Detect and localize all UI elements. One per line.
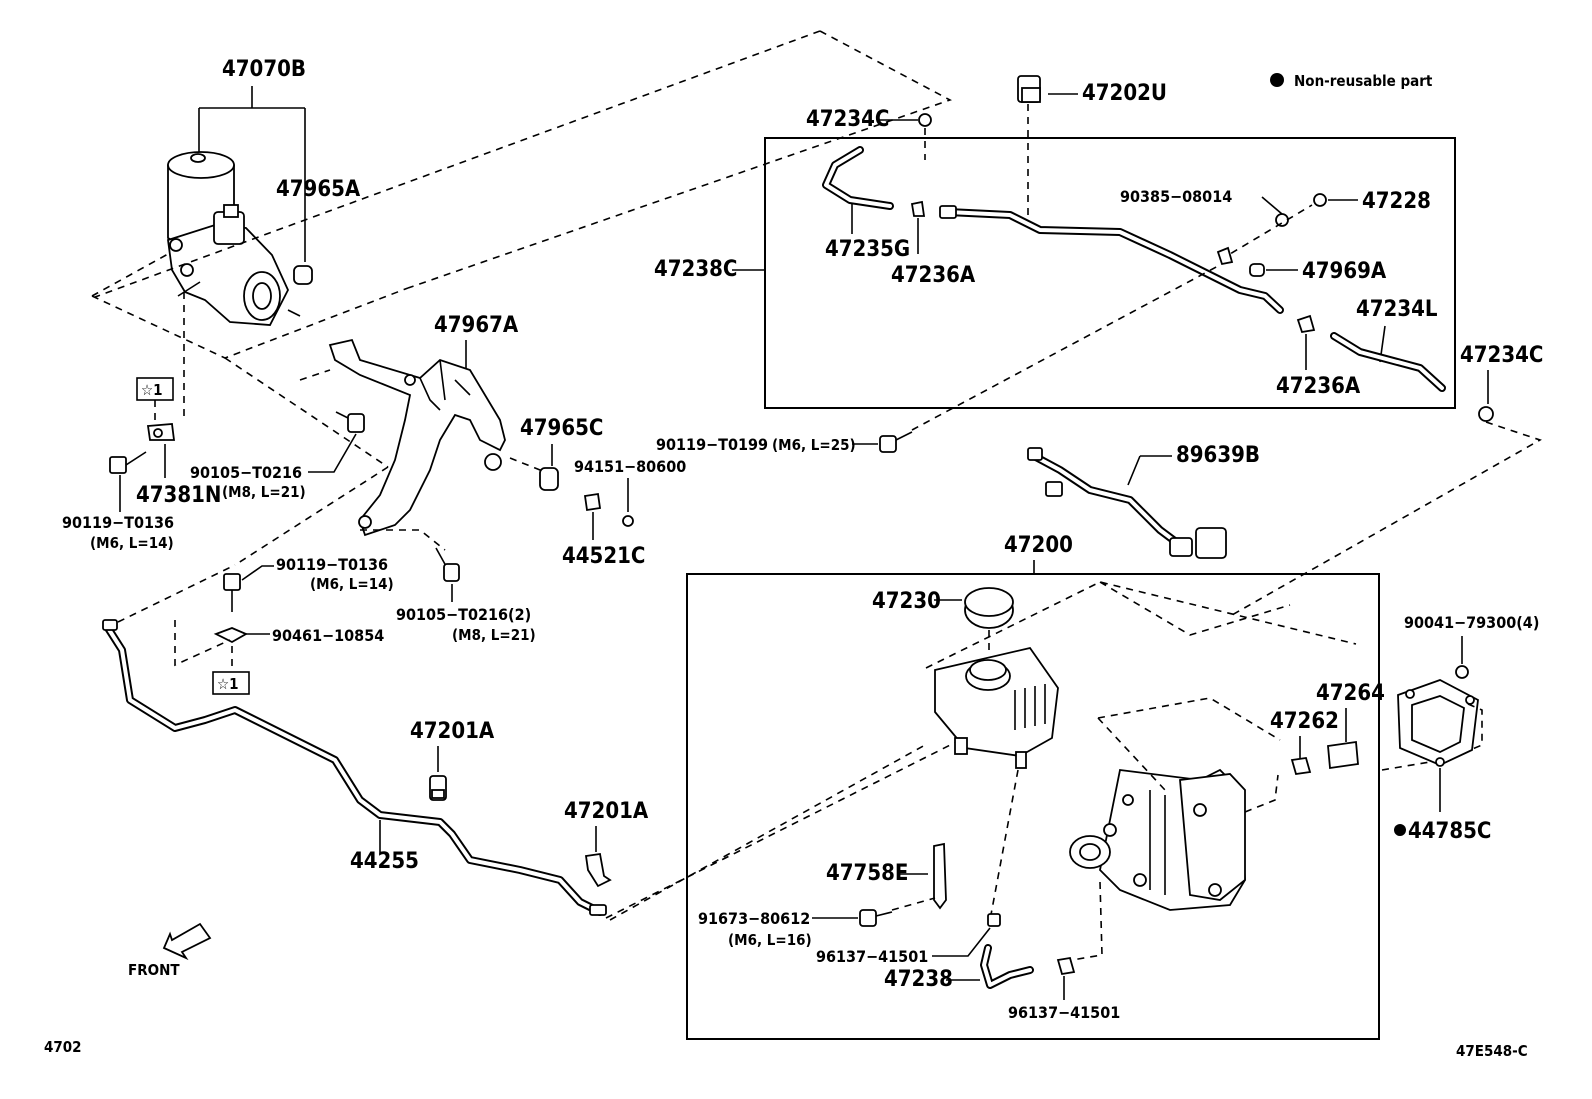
label-47967A: 47967A [434,313,519,338]
label-47234L: 47234L [1356,297,1438,322]
svg-text:94151−80600: 94151−80600 [574,457,686,476]
svg-text:(M8, L=21): (M8, L=21) [452,626,536,644]
svg-text:91673−80612: 91673−80612 [698,909,810,928]
reservoir-cap-47230 [964,587,1014,629]
svg-text:90041−79300(4): 90041−79300(4) [1404,613,1539,632]
bushing-47965C [539,467,559,491]
svg-text:90461−10854: 90461−10854 [272,626,384,645]
label-44521C: 44521C [562,544,645,569]
label-47200: 47200 [1004,533,1073,558]
pump-motor-assembly: 47070B 47965A [167,57,361,326]
hose-47235G [822,146,894,210]
bolt-90119-T0199 [879,435,897,453]
box-47200 [686,573,1380,1040]
label-47264: 47264 [1316,681,1385,706]
svg-text:90105−T0216: 90105−T0216 [190,463,302,482]
non-reusable-dot-44785C [1394,824,1406,836]
svg-text:(M8, L=21): (M8, L=21) [222,483,306,501]
hose-47238 [980,944,1034,989]
bolt-91673-80612 [859,909,877,927]
label-47201A-b: 47201A [564,799,649,824]
brake-pipe-44255 [102,619,607,916]
grommet-47228 [1313,193,1327,207]
label-47236A-b: 47236A [1276,374,1361,399]
label-47228: 47228 [1362,189,1431,214]
label-89639B: 89639B [1176,443,1260,468]
nut-90385-08014 [1275,213,1289,227]
non-reusable-dot-icon [1270,73,1284,87]
tube-47238C [939,205,1284,314]
label-44785C: 44785C [1408,819,1491,844]
label-47381N: 47381N [136,483,221,508]
wire-harness-89639B [1027,447,1227,559]
svg-text:(M6, L=14): (M6, L=14) [310,575,394,593]
box-47238C [764,137,1456,409]
label-47262: 47262 [1270,709,1339,734]
star-mark-lower: ☆1 [212,671,250,695]
bolt-90105-T0216 [335,411,365,433]
front-arrow-icon [162,922,212,961]
front-label: FRONT [128,961,180,979]
brake-actuator-47200 [1069,768,1246,911]
label-47234C-a: 47234C [806,107,889,132]
footer-left: 4702 [44,1038,82,1056]
star-mark-upper: ☆1 [136,377,174,401]
bolt-90119-T0136-mid [223,573,241,612]
bracket-47264 [1327,740,1359,770]
label-47238C: 47238C [654,257,737,282]
label-44255: 44255 [350,849,419,874]
nut-47262 [1290,756,1312,776]
svg-text:90119−T0199: 90119−T0199 [656,435,768,454]
svg-text:☆1: ☆1 [141,381,163,399]
label-47070B: 47070B [222,57,306,82]
label-47758E: 47758E [826,861,908,886]
bracket-47967A [328,338,506,537]
tube-47234L [1330,332,1446,392]
label-47238: 47238 [884,967,953,992]
svg-text:96137−41501: 96137−41501 [816,947,928,966]
svg-text:90119−T0136: 90119−T0136 [276,555,388,574]
label-47969A: 47969A [1302,259,1387,284]
connector-47202U [1017,75,1041,103]
footer-right: 47E548-C [1456,1042,1528,1060]
bolt-90105-T0216-2 [435,547,460,582]
svg-text:90105−T0216(2): 90105−T0216(2) [396,605,531,624]
svg-text:96137−41501: 96137−41501 [1008,1003,1120,1022]
legend: Non-reusable part [1270,72,1433,90]
svg-text:(M6, L=16): (M6, L=16) [728,931,812,949]
label-47230: 47230 [872,589,941,614]
label-47236A-a: 47236A [891,263,976,288]
label-47965A: 47965A [276,177,361,202]
gasket-44785C [1397,679,1479,767]
svg-text:90385−08014: 90385−08014 [1120,187,1232,206]
label-47202U: 47202U [1082,81,1167,106]
svg-text:☆1: ☆1 [217,675,239,693]
label-47235G: 47235G [825,237,910,262]
bolt-90119-T0136-left [109,451,147,474]
legend-text: Non-reusable part [1294,72,1433,90]
svg-text:(M6, L=25): (M6, L=25) [772,436,856,454]
label-47201A-a: 47201A [410,719,495,744]
reservoir-tank [934,646,1059,769]
nut-90041-79300 [1455,665,1469,679]
svg-text:90119−T0136: 90119−T0136 [62,513,174,532]
svg-text:(M6, L=14): (M6, L=14) [90,534,174,552]
label-47965C: 47965C [520,416,603,441]
label-47234C-b: 47234C [1460,343,1543,368]
bracket-47758E [933,842,947,910]
nut-94151-80600 [622,515,634,527]
